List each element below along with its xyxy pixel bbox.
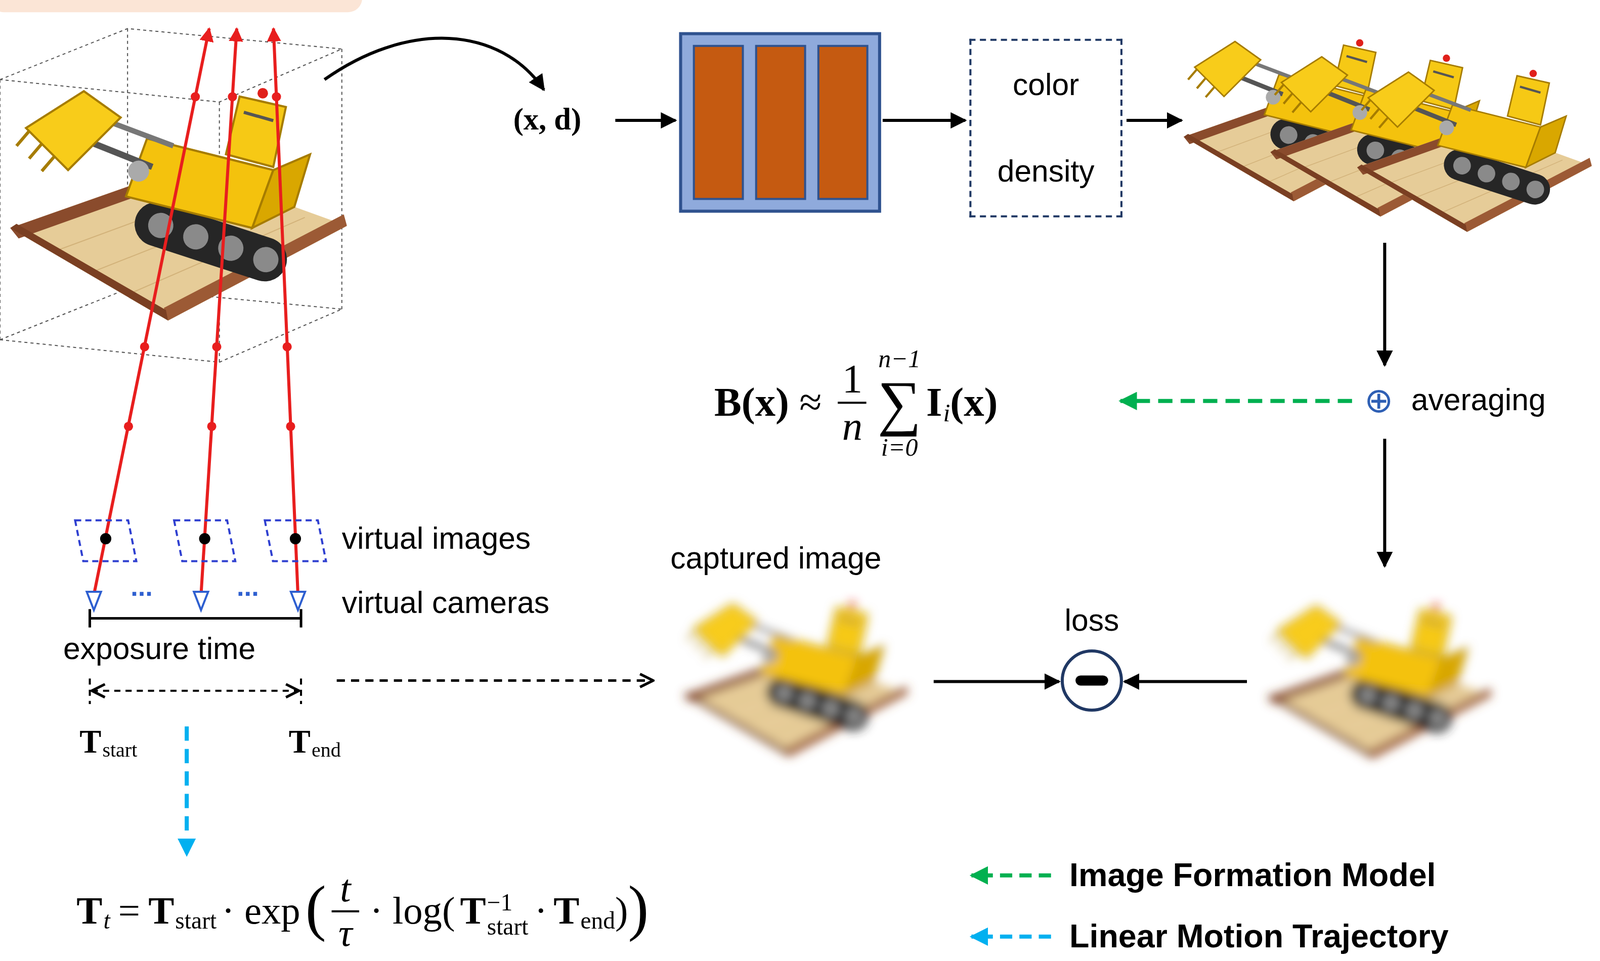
image-caption: captured image: [670, 540, 882, 576]
exposure-bracket: [90, 609, 302, 628]
sum-symbol: ⊕: [1364, 379, 1394, 421]
math-denominator: τ: [338, 912, 353, 955]
equation: Tend: [288, 722, 341, 761]
mlp-network: [680, 33, 880, 212]
math-scripts: −1start: [487, 889, 529, 941]
math-symbol: ): [615, 888, 629, 934]
to-blurred-arrow: [1382, 438, 1387, 567]
math-symbol: =: [118, 888, 141, 934]
output-box: color density: [969, 38, 1123, 218]
math-symbol: T: [288, 722, 311, 761]
legend-text: Image Formation Model: [1069, 856, 1436, 895]
operator-circle: loss: [1046, 601, 1139, 714]
math-symbol: (x): [949, 379, 998, 427]
math-numerator: t: [339, 867, 351, 911]
math-symbol: T: [553, 888, 580, 934]
node-text: density: [971, 153, 1121, 191]
math-symbol: · log(: [369, 888, 455, 934]
exposure-span: [90, 678, 302, 704]
prediction-arrow: [1124, 679, 1247, 683]
math-subscript: t: [103, 907, 110, 936]
math-symbol: · exp: [221, 888, 300, 934]
math-limit: n−1: [878, 344, 921, 373]
to-averaging-arrow: [1382, 242, 1387, 366]
math-fraction: tτ: [331, 867, 360, 956]
exposure-to-image-arrow: [336, 679, 654, 682]
math-subscript: start: [487, 915, 529, 941]
equation: B(x)≈1nn−1∑i=0Ii(x): [714, 344, 998, 462]
math-bracket: (: [305, 877, 327, 940]
capture-arrow: [933, 679, 1060, 683]
minus-bar: [1075, 675, 1109, 686]
math-limit: i=0: [881, 433, 919, 462]
camera-symbols: [86, 591, 306, 611]
math-symbol: ·: [534, 888, 548, 934]
operator-ring: [1062, 651, 1122, 711]
math-subscript: end: [311, 738, 341, 762]
legend-sample: [971, 934, 1051, 939]
formation-arrow: [1120, 399, 1353, 404]
math-numerator: 1: [842, 357, 863, 403]
rendered-views: [1183, 39, 1592, 233]
math-symbol: T: [148, 888, 175, 934]
math-subscript: start: [102, 738, 138, 762]
math-subscript: start: [175, 907, 217, 936]
legend-text: Linear Motion Trajectory: [1069, 917, 1449, 956]
virtual-image-planes: [74, 520, 326, 562]
math-symbol: T: [79, 722, 102, 761]
rays: [94, 28, 298, 595]
math-fraction: 1n: [838, 357, 867, 450]
render-arrow: [1126, 118, 1182, 122]
summation-sign: ∑: [877, 372, 922, 434]
ellipsis: ...: [130, 571, 153, 604]
math-symbol: T: [76, 888, 103, 934]
math-superscript: −1: [487, 889, 529, 916]
math-subscript: i: [942, 399, 950, 429]
annotation: virtual images: [341, 521, 531, 557]
subtract-symbol: [1059, 647, 1125, 714]
header-tab: [0, 0, 363, 13]
math-symbol: ≈: [799, 379, 822, 427]
equation: Tstart: [79, 722, 138, 761]
annotation: exposure time: [63, 631, 256, 667]
input-arrow: [615, 118, 676, 122]
bulldozer-scene: [10, 88, 348, 321]
math-bracket: ): [628, 877, 650, 940]
sample-arrow: [324, 38, 544, 91]
captured-blurry-image: [683, 601, 909, 757]
synthesized-blurry-image: [1267, 603, 1492, 759]
legend-sample: [971, 873, 1051, 878]
pixel-dots: [100, 533, 301, 545]
ray-samples: [123, 92, 296, 431]
math-symbol: T: [460, 888, 487, 934]
mlp-output-arrow: [882, 118, 966, 122]
node-text: color: [971, 66, 1121, 104]
annotation: virtual cameras: [341, 585, 550, 621]
math-symbol: I: [926, 379, 942, 427]
operation-label: averaging: [1411, 382, 1546, 418]
ellipsis: ...: [236, 571, 259, 604]
input-label: (x, d): [513, 102, 582, 138]
math-subscript: end: [580, 907, 616, 936]
math-symbol: B(x): [714, 379, 790, 427]
equation: Tt=Tstart· exp(tτ· log(T−1start·Tend)): [76, 867, 649, 956]
node-text: loss: [1046, 601, 1139, 639]
math-operator: n−1∑i=0: [877, 344, 922, 462]
trajectory-arrow: [184, 726, 189, 855]
math-denominator: n: [842, 404, 863, 450]
